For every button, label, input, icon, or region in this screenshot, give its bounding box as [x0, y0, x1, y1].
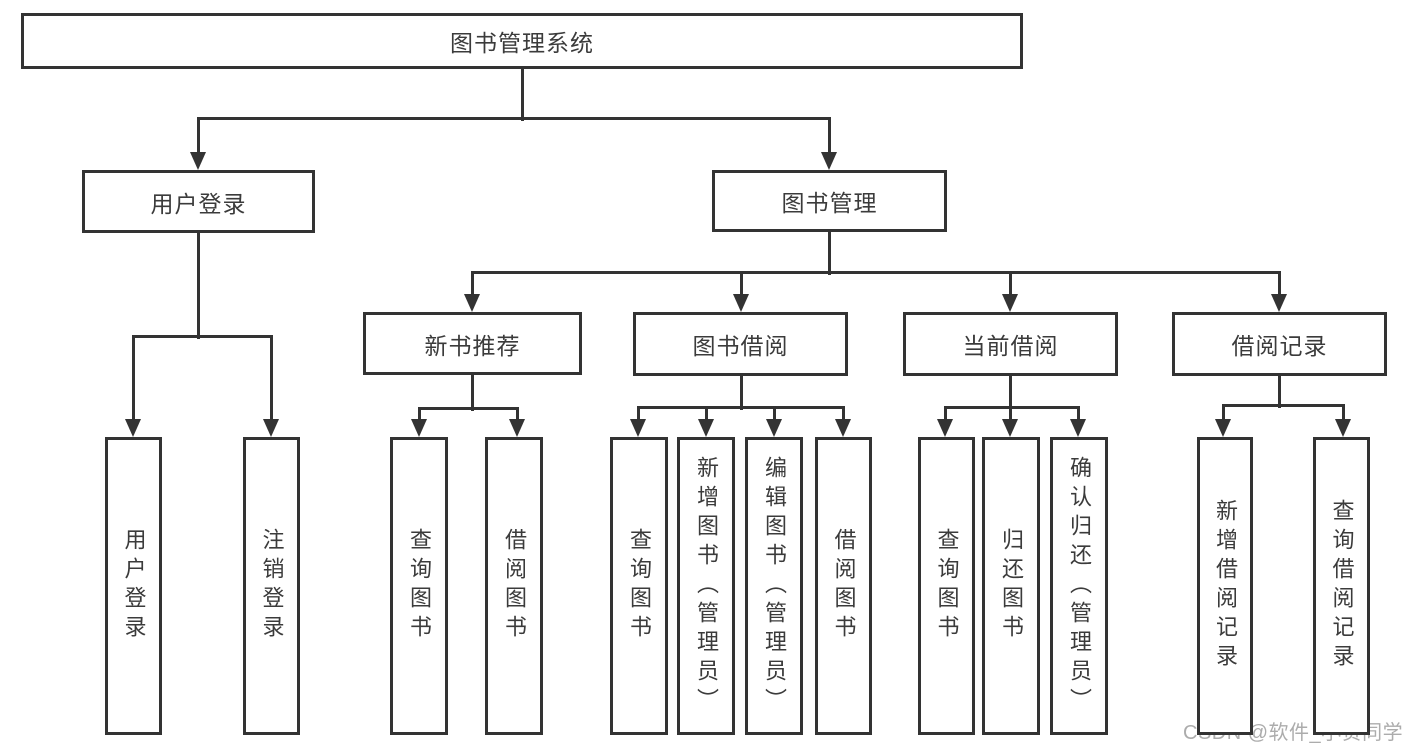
- connector-line: [131, 334, 273, 338]
- connector-line: [269, 336, 273, 423]
- node-new-book-rec: 新书推荐: [363, 312, 582, 375]
- arrow-down-icon: [1002, 294, 1018, 312]
- arrow-down-icon: [464, 294, 480, 312]
- node-leaf-cb-query: 查询图书: [918, 437, 975, 735]
- node-label-leaf-cb-return: 归还图书: [999, 528, 1024, 644]
- arrow-down-icon: [937, 419, 953, 437]
- node-current-borrow: 当前借阅: [903, 312, 1118, 376]
- connector-line: [515, 408, 519, 423]
- connector-line: [196, 118, 200, 156]
- connector-line: [131, 336, 135, 423]
- arrow-down-icon: [125, 419, 141, 437]
- connector-line: [1008, 376, 1012, 410]
- connector-line: [196, 116, 831, 120]
- arrow-down-icon: [1215, 419, 1231, 437]
- connector-line: [417, 406, 519, 410]
- arrow-down-icon: [1070, 419, 1086, 437]
- connector-line: [1008, 272, 1012, 298]
- connector-line: [1277, 376, 1281, 408]
- node-label-leaf-bb-query: 查询图书: [627, 528, 652, 644]
- arrow-down-icon: [1335, 419, 1351, 437]
- node-book-mgmt: 图书管理: [712, 170, 947, 232]
- connector-line: [470, 272, 474, 298]
- arrow-down-icon: [411, 419, 427, 437]
- arrow-down-icon: [835, 419, 851, 437]
- node-label-book-borrow: 图书借阅: [692, 333, 789, 359]
- node-leaf-bb-borrow: 借阅图书: [815, 437, 872, 735]
- node-label-new-book-rec: 新书推荐: [424, 332, 521, 359]
- connector-line: [520, 69, 524, 121]
- node-leaf-rec-borrow: 借阅图书: [485, 437, 543, 735]
- connector-line: [739, 272, 743, 298]
- arrow-down-icon: [263, 419, 279, 437]
- node-label-leaf-cb-query: 查询图书: [934, 528, 960, 644]
- node-leaf-cb-return: 归还图书: [982, 437, 1040, 735]
- node-label-leaf-rec-query: 查询图书: [407, 528, 432, 644]
- node-label-book-mgmt: 图书管理: [781, 190, 878, 216]
- node-label-leaf-bb-edit: 编辑图书（管理员）: [762, 455, 787, 717]
- connector-line: [827, 118, 831, 156]
- node-borrow-records: 借阅记录: [1172, 312, 1387, 376]
- connector-line: [739, 376, 743, 410]
- node-label-leaf-bb-borrow: 借阅图书: [831, 528, 857, 644]
- connector-line: [841, 407, 845, 423]
- arrow-down-icon: [1002, 419, 1018, 437]
- connector-line: [1076, 407, 1080, 423]
- node-leaf-user-login: 用户登录: [105, 437, 162, 735]
- arrow-down-icon: [733, 294, 749, 312]
- node-label-borrow-records: 借阅记录: [1231, 333, 1328, 359]
- node-root: 图书管理系统: [21, 13, 1023, 69]
- node-leaf-bb-edit: 编辑图书（管理员）: [745, 437, 803, 735]
- connector-line: [772, 407, 776, 423]
- node-leaf-br-query: 查询借阅记录: [1313, 437, 1370, 735]
- arrow-down-icon: [630, 419, 646, 437]
- connector-line: [470, 270, 1281, 274]
- arrow-down-icon: [698, 419, 714, 437]
- connector-line: [704, 407, 708, 423]
- connector-line: [827, 232, 831, 275]
- node-leaf-rec-query: 查询图书: [390, 437, 448, 735]
- node-label-current-borrow: 当前借阅: [962, 333, 1059, 359]
- node-leaf-br-add: 新增借阅记录: [1197, 437, 1253, 735]
- node-label-root: 图书管理系统: [450, 30, 594, 56]
- connector-line: [417, 408, 421, 423]
- connector-line: [470, 375, 474, 411]
- node-label-leaf-user-login: 用户登录: [121, 528, 147, 644]
- connector-line: [1277, 272, 1281, 298]
- node-label-leaf-bb-add: 新增图书（管理员）: [694, 455, 719, 717]
- node-leaf-bb-add: 新增图书（管理员）: [677, 437, 735, 735]
- node-label-leaf-cb-confirm: 确认归还（管理员）: [1067, 455, 1092, 717]
- arrow-down-icon: [821, 152, 837, 170]
- node-label-leaf-logout: 注销登录: [259, 528, 285, 644]
- connector-line: [1221, 405, 1225, 423]
- node-leaf-cb-confirm: 确认归还（管理员）: [1050, 437, 1108, 735]
- connector-line: [1341, 405, 1345, 423]
- node-user-login: 用户登录: [82, 170, 315, 233]
- node-label-user-login: 用户登录: [150, 190, 247, 217]
- connector-line: [1008, 407, 1012, 423]
- arrow-down-icon: [1271, 294, 1287, 312]
- connector-line: [943, 405, 1080, 409]
- node-leaf-logout: 注销登录: [243, 437, 300, 735]
- node-label-leaf-br-add: 新增借阅记录: [1213, 499, 1238, 673]
- connector-line: [196, 233, 200, 339]
- node-book-borrow: 图书借阅: [633, 312, 848, 376]
- node-label-leaf-br-query: 查询借阅记录: [1329, 499, 1355, 673]
- node-leaf-bb-query: 查询图书: [610, 437, 668, 735]
- connector-line: [1221, 403, 1345, 407]
- connector-line: [636, 407, 640, 423]
- arrow-down-icon: [190, 152, 206, 170]
- connector-line: [636, 405, 845, 409]
- node-label-leaf-rec-borrow: 借阅图书: [502, 528, 527, 644]
- arrow-down-icon: [766, 419, 782, 437]
- arrow-down-icon: [509, 419, 525, 437]
- connector-line: [943, 407, 947, 423]
